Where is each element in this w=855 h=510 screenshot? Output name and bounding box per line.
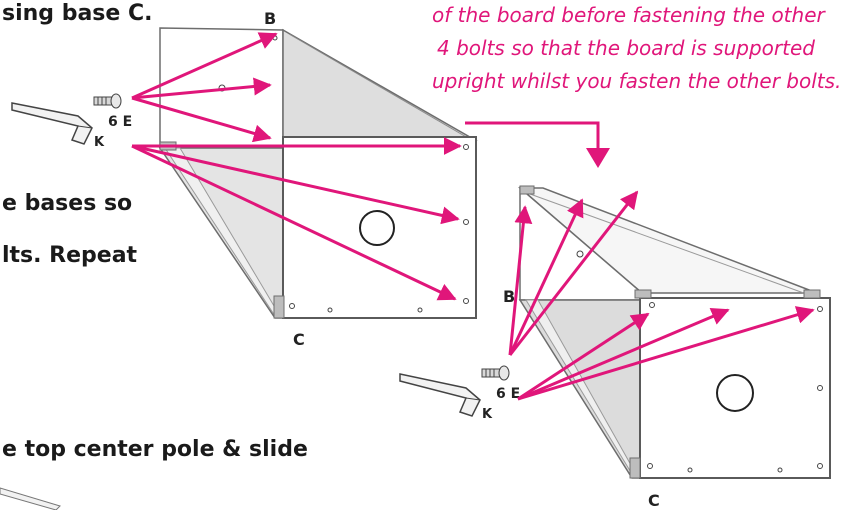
step2-hole	[716, 374, 754, 412]
note-line-1: of the board before fastening the other	[432, 3, 827, 27]
step1-assembly: B C	[158, 9, 478, 349]
step1-label-k: K	[94, 135, 105, 150]
pole-icon	[0, 487, 61, 510]
step2-bolt-icon	[481, 365, 510, 381]
step1-hole	[359, 210, 395, 246]
step1-arrows	[131, 32, 462, 301]
step2-arrows	[508, 190, 815, 401]
instruction-line-3: lts. Repeat	[2, 243, 138, 268]
instruction-line-2: e bases so	[2, 191, 132, 216]
step2-label-bolt: 6 E	[496, 386, 520, 402]
step2-label-b: B	[503, 287, 515, 306]
step1-label-c: C	[293, 330, 305, 349]
step2-label-c: C	[648, 491, 660, 510]
instruction-line-4: e top center pole & slide	[2, 437, 308, 462]
step2-allen-key-icon	[399, 373, 481, 417]
step1-allen-key-icon	[11, 102, 93, 145]
next-step-arrow	[465, 121, 610, 168]
instruction-line-1: sing base C.	[2, 1, 152, 26]
note-line-2: 4 bolts so that the board is supported	[437, 36, 815, 60]
step1-bolt-icon	[93, 93, 122, 109]
step1-label-bolt: 6 E	[108, 114, 132, 130]
note-line-3: upright whilst you fasten the other bolt…	[432, 69, 841, 93]
step2-assembly: B C	[503, 185, 831, 510]
step1-label-b: B	[264, 9, 276, 28]
step2-label-k: K	[482, 407, 493, 422]
